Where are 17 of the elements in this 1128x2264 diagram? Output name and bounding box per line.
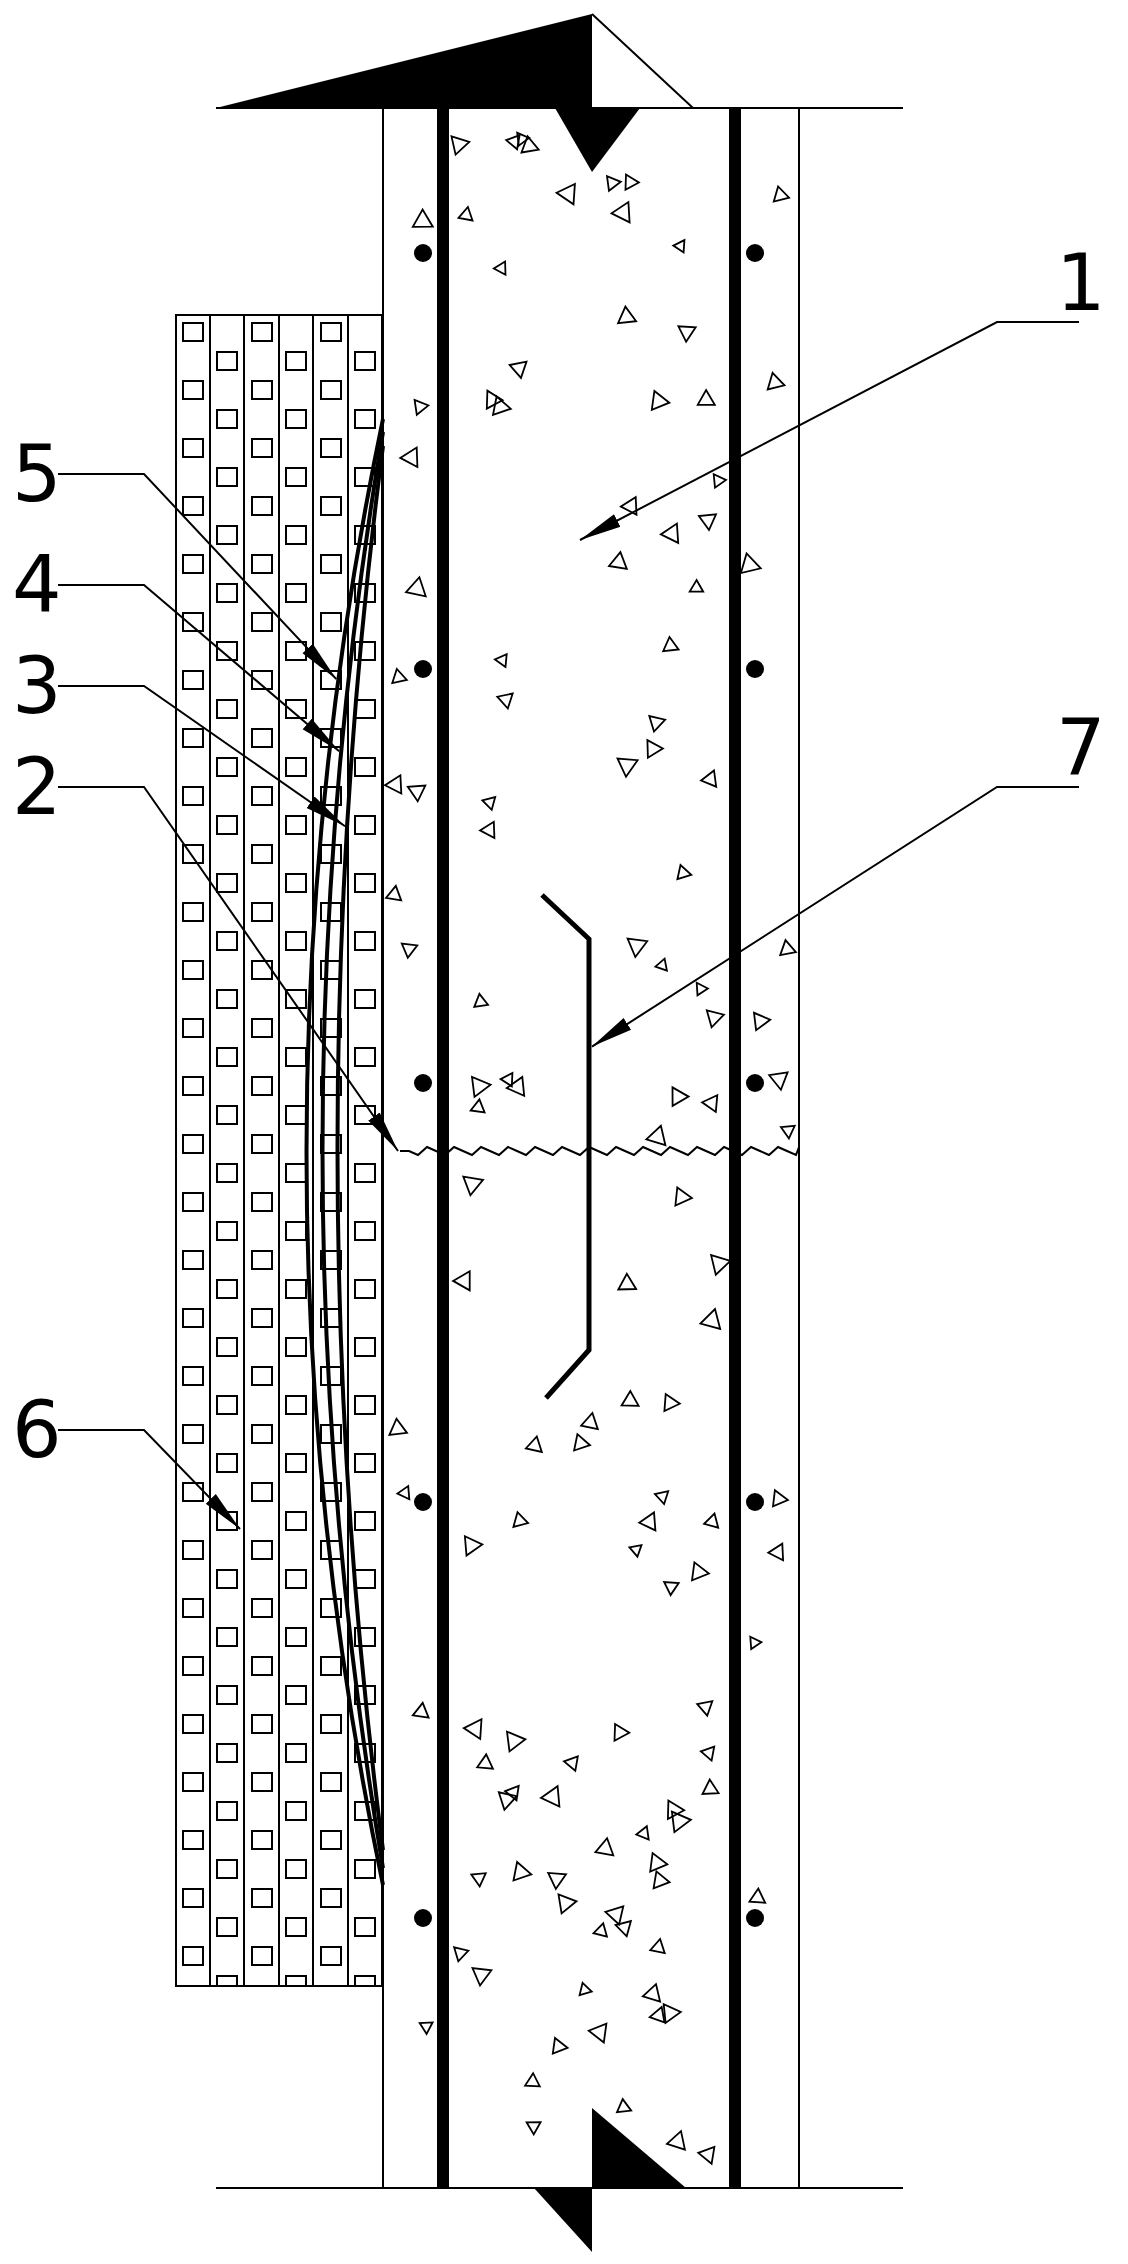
crack-line bbox=[399, 1145, 800, 1157]
callout-number: 2 bbox=[12, 748, 58, 826]
callout-number: 4 bbox=[12, 546, 58, 624]
leader-line bbox=[57, 584, 341, 753]
leader-line bbox=[57, 473, 338, 681]
leader-line bbox=[57, 786, 399, 1152]
callout-number: 6 bbox=[12, 1391, 58, 1469]
leader-line bbox=[57, 685, 347, 828]
callout-number: 1 bbox=[1056, 244, 1102, 322]
leader-line bbox=[57, 1429, 241, 1530]
leader-line bbox=[591, 786, 1080, 1048]
callout-number: 7 bbox=[1056, 709, 1102, 787]
callout-number: 3 bbox=[12, 647, 58, 725]
rebar bbox=[540, 893, 592, 1400]
insulation-block bbox=[175, 314, 384, 1987]
callout-number: 5 bbox=[12, 435, 58, 513]
leader-line bbox=[579, 321, 1080, 541]
